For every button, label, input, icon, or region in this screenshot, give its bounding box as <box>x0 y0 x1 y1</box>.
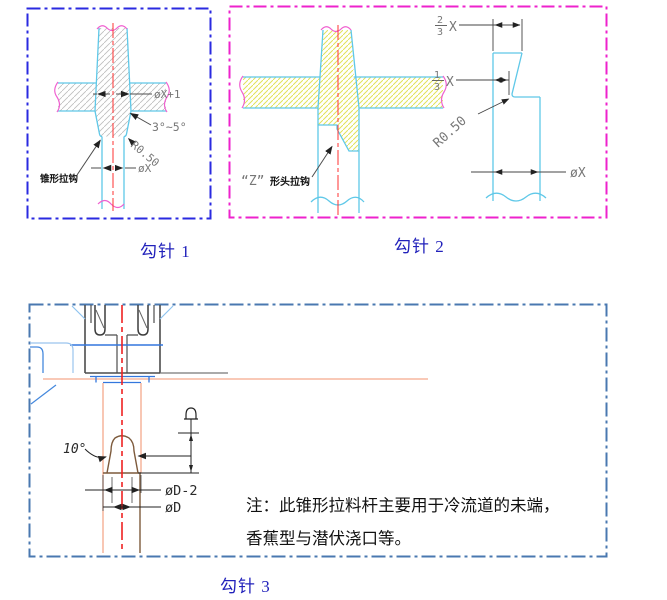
figure2-border <box>228 5 608 219</box>
hook-pin-3-figure: 10° øD-2 øD <box>28 303 608 558</box>
dim-dia-x-2: øX <box>570 166 586 181</box>
dim-radius-2: R0.50 <box>431 114 470 151</box>
hook-pin-2-figure: “Z” 形头拉钩 2 <box>228 5 608 219</box>
dim-dia-x-1: øX <box>138 162 152 175</box>
runner-lines <box>30 342 428 553</box>
hook2-hatched-body <box>239 25 447 217</box>
dim-nose-angle: 10° <box>63 442 86 457</box>
conical-puller-rod <box>103 305 141 553</box>
figure3-border <box>28 303 608 558</box>
hook1-dimensions <box>76 90 152 176</box>
svg-text:1: 1 <box>434 70 440 81</box>
cold-slug-well <box>90 375 155 384</box>
ejector-sleeves <box>94 305 149 336</box>
hook1-break-lines <box>54 25 170 209</box>
hook1-outline <box>58 27 166 209</box>
hook1-hatched-body <box>54 23 170 211</box>
hook-pin-1-figure: øX+1 3°~5° R0.50 锥形拉钩 øX <box>26 7 212 220</box>
usage-note-line1: 注：此锥形拉料杆主要用于冷流道的未端， <box>246 496 560 515</box>
label-conical-hook: 锥形拉钩 <box>40 173 79 185</box>
hook2-label-leader <box>311 145 333 178</box>
hook2-detail-profile <box>485 52 547 202</box>
dim-two-thirds-x: 2 3 X <box>435 15 457 38</box>
label-z-head-hook: 形头拉钩 <box>270 175 310 188</box>
figure1-border <box>26 7 212 220</box>
dim-dia-x-plus-1: øX+1 <box>154 88 181 101</box>
dim-dia-d-minus-2: øD-2 <box>165 483 198 499</box>
usage-note-line2: 香蕉型与潜伏浇口等。 <box>246 529 411 548</box>
label-z-quote: “Z” <box>241 174 264 189</box>
caption-hook-pin-3: 勾针 3 <box>220 577 271 596</box>
hook2-break-lines <box>239 26 447 109</box>
dim-dia-d: øD <box>165 500 181 516</box>
svg-text:X: X <box>449 20 457 35</box>
hook2-outline <box>243 29 443 213</box>
datum-dome-symbol <box>184 407 198 420</box>
svg-text:2: 2 <box>437 15 443 26</box>
caption-hook-pin-2: 勾针 2 <box>394 237 445 256</box>
dim-taper-angle: 3°~5° <box>152 120 187 134</box>
caption-hook-pin-1: 勾针 1 <box>140 242 191 261</box>
svg-text:3: 3 <box>434 82 440 93</box>
dim-one-third-x: 1 3 X <box>432 70 454 93</box>
hook2-detail-dimensions <box>456 19 566 175</box>
svg-text:X: X <box>446 75 454 90</box>
hook3-dimensions: 10° øD-2 øD <box>63 407 199 516</box>
chamfer-lines <box>71 305 174 320</box>
mold-block <box>71 305 228 374</box>
usage-note: 注：此锥形拉料杆主要用于冷流道的未端， 香蕉型与潜伏浇口等。 <box>246 489 606 555</box>
svg-text:3: 3 <box>437 27 443 38</box>
